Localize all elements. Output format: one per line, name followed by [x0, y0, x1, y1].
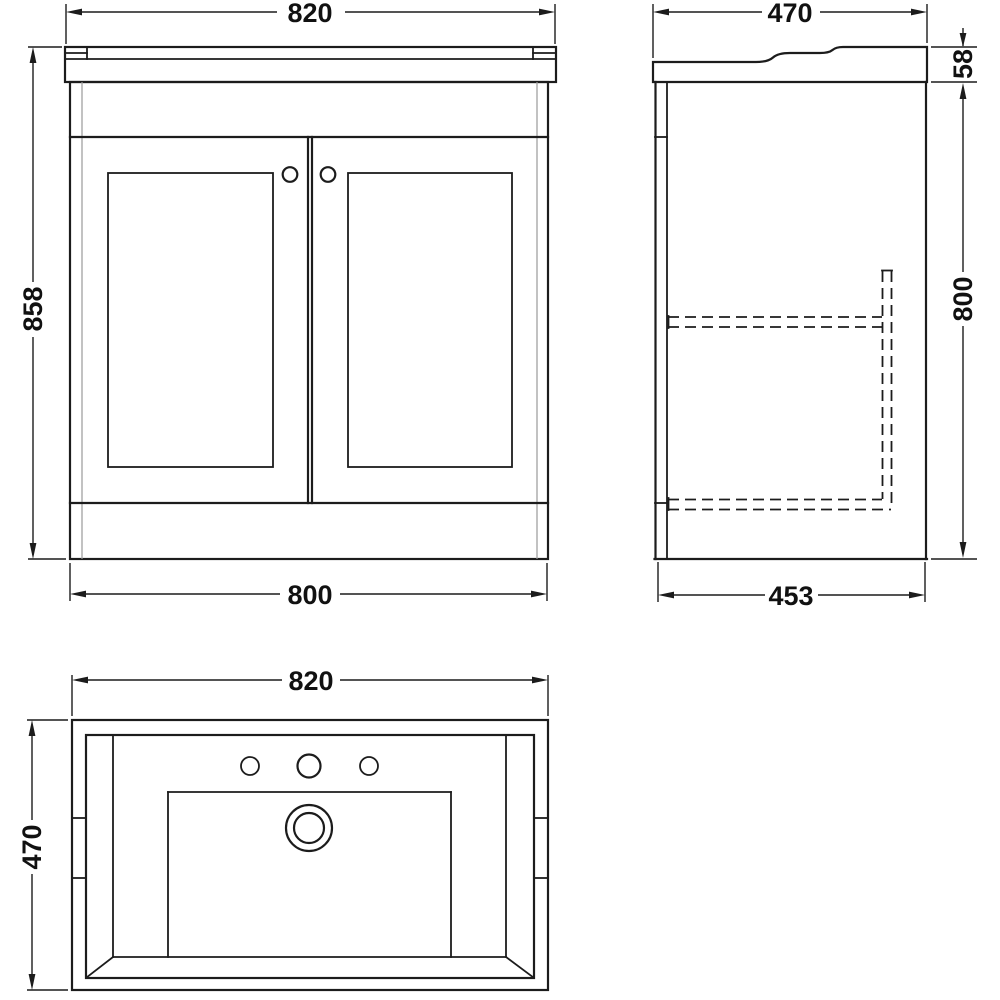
front-doors — [107, 135, 513, 505]
side-view: 470 — [651, 0, 978, 611]
front-dim-height: 858 — [18, 46, 66, 560]
basin-rim-outline — [84, 733, 536, 980]
plan-dim-width-top: 820 — [71, 666, 549, 716]
front-width-top-label: 820 — [287, 0, 332, 28]
arrowhead-left — [66, 8, 82, 16]
cabinet-outline — [68, 80, 550, 561]
arrowhead-up — [29, 47, 37, 63]
side-counter-height-label: 58 — [948, 49, 978, 79]
basin-chamfer-left — [85, 955, 115, 979]
drain-outer-ring — [284, 803, 334, 853]
front-dim-width-top: 820 — [65, 0, 556, 44]
plan-basin-rim — [71, 733, 549, 980]
plan-dim-depth: 470 — [17, 719, 68, 991]
arrowhead-down — [959, 33, 967, 47]
basin-chamfer-right — [504, 955, 535, 979]
front-view: 820 858 — [18, 0, 558, 610]
countertop-outline — [63, 45, 558, 84]
plan-tap-holes — [240, 753, 379, 779]
plan-countertop-outline — [70, 718, 550, 992]
plan-view: 820 470 — [17, 666, 550, 992]
side-dim-counter-height: 58 — [931, 28, 978, 83]
arrowhead-right — [909, 591, 925, 599]
side-dim-depth-top: 470 — [652, 0, 928, 58]
arrowhead-down — [28, 974, 36, 990]
door-panel-right — [347, 172, 513, 468]
side-dim-body-height: 800 — [931, 83, 978, 560]
front-dim-width-bottom: 800 — [69, 563, 548, 610]
side-depth-top-label: 470 — [767, 0, 812, 28]
arrowhead-up — [28, 720, 36, 736]
plan-width-top-label: 820 — [288, 666, 333, 696]
arrowhead-right — [532, 676, 548, 684]
arrowhead-right — [531, 590, 547, 598]
plan-drain — [284, 803, 334, 853]
arrowhead-left — [70, 590, 86, 598]
door-knob-left — [281, 166, 299, 183]
door-knob-right — [319, 166, 337, 183]
side-body-height-label: 800 — [948, 276, 978, 321]
front-height-label: 858 — [18, 286, 48, 331]
side-countertop-profile — [651, 45, 929, 84]
tap-hole-right — [359, 756, 379, 776]
tap-hole-left — [240, 756, 260, 776]
front-countertop — [63, 45, 558, 84]
arrowhead-right — [539, 8, 555, 16]
tap-hole-center — [296, 753, 322, 779]
side-cabinet-body — [653, 80, 929, 561]
arrowhead-left — [653, 8, 669, 16]
drain-inner-ring — [292, 811, 326, 845]
side-dim-depth-bottom: 453 — [657, 562, 926, 611]
plan-depth-label: 470 — [17, 824, 47, 869]
side-hidden-lines — [667, 269, 893, 511]
arrowhead-left — [72, 676, 88, 684]
arrowhead-up — [959, 83, 967, 99]
arrowhead-right — [911, 8, 927, 16]
arrowhead-left — [658, 591, 674, 599]
arrowhead-down — [959, 542, 967, 558]
front-width-bottom-label: 800 — [287, 580, 332, 610]
plan-basin-bowl — [167, 791, 452, 958]
arrowhead-down — [29, 543, 37, 559]
door-panel-left — [107, 172, 274, 468]
side-depth-bottom-label: 453 — [768, 581, 813, 611]
